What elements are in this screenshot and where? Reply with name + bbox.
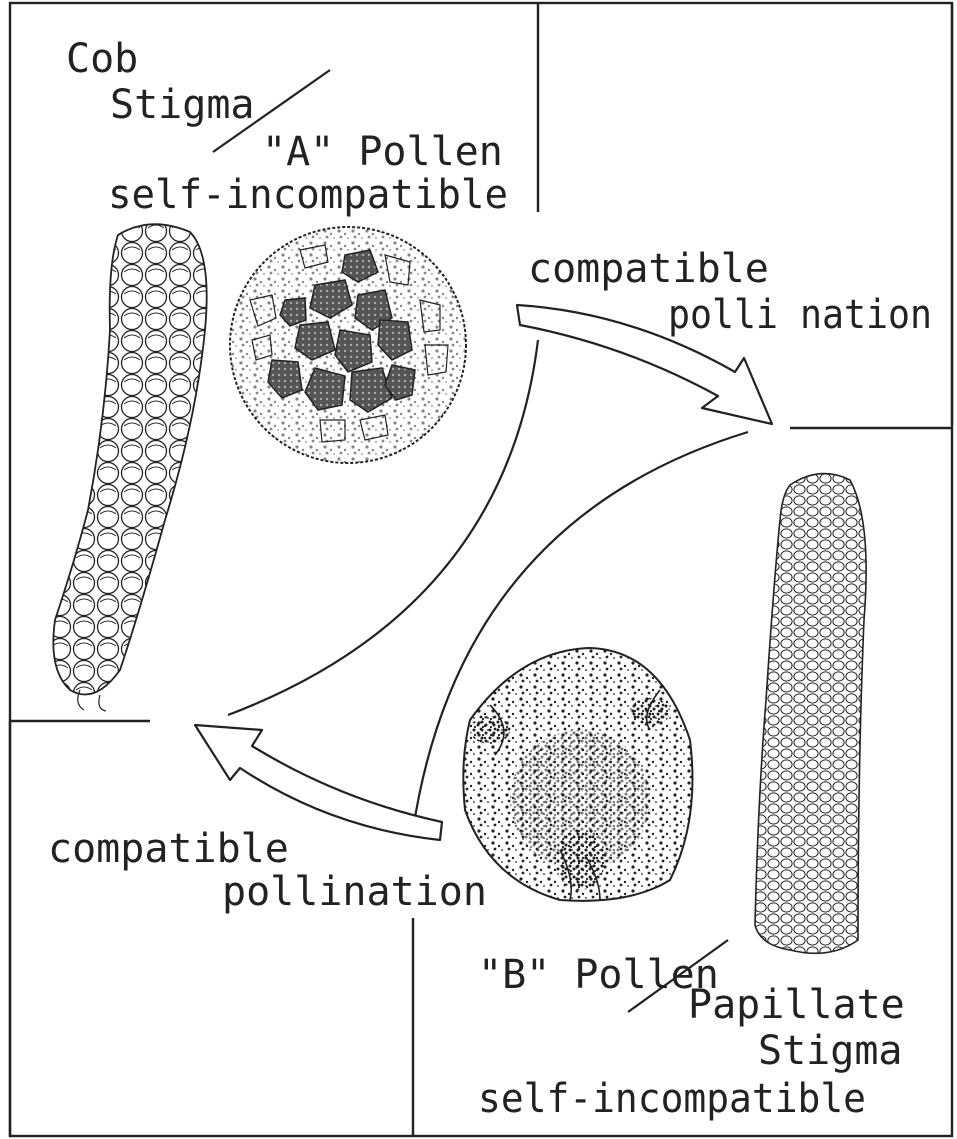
stigma-label-b: Stigma: [758, 1028, 903, 1074]
papillate-stigma-icon: [750, 460, 875, 960]
a-self-incompatible-label: self-incompatible: [108, 172, 508, 218]
stigma-label-a: Stigma: [110, 82, 255, 128]
a-pollen-label: "A" Pollen: [262, 129, 503, 175]
compatible-label-bottom: compatible: [48, 826, 289, 872]
arrow-bottom-icon: [195, 725, 442, 840]
pollination-label-bottom: pollination: [222, 869, 487, 915]
papillate-label: Papillate: [688, 982, 905, 1028]
pollen-b-icon: [455, 640, 705, 910]
cob-stigma-icon: [40, 210, 230, 711]
cob-label: Cob: [66, 36, 138, 82]
b-pollen-label: "B" Pollen: [478, 952, 719, 998]
pollen-a-icon: [228, 225, 468, 465]
pollination-label-top: polli nation: [668, 292, 932, 338]
compatible-label-top: compatible: [528, 246, 769, 292]
b-self-incompatible-label: self-incompatible: [478, 1076, 866, 1122]
